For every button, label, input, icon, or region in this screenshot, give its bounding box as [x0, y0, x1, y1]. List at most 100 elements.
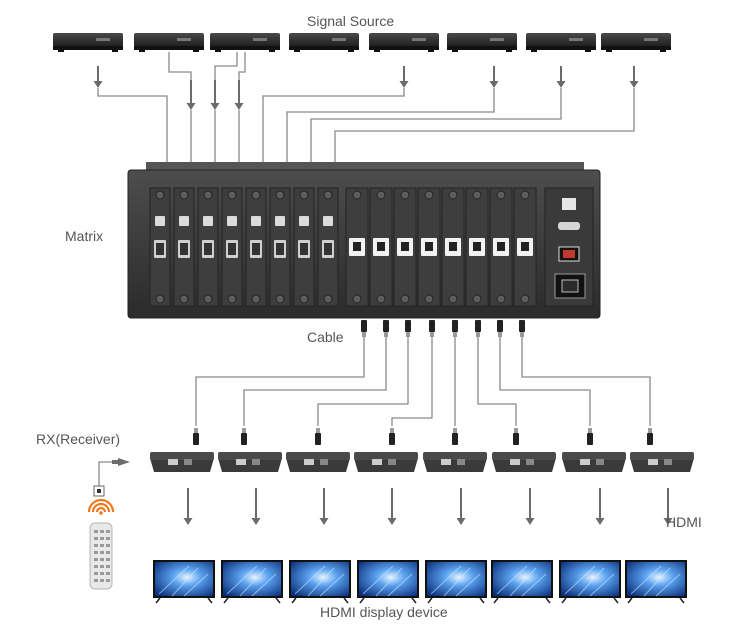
hdmi-display-tv [425, 560, 487, 604]
hdmi-arrow [663, 488, 673, 525]
rx-receiver [354, 452, 418, 472]
receiver-input-plug [587, 428, 593, 445]
hdmi-display-tv [559, 560, 621, 604]
hdmi-label: HDMI [666, 514, 702, 530]
rx-receiver-label: RX(Receiver) [36, 431, 121, 447]
source-arrow [399, 66, 409, 88]
receiver-input-plug [389, 428, 395, 445]
source-arrow [629, 66, 639, 88]
cable-label: Cable [307, 329, 344, 345]
cat-output-card [345, 187, 369, 307]
hdmi-display-device-label: HDMI display device [320, 604, 448, 620]
signal-source-box [210, 33, 280, 52]
source-arrow [556, 66, 566, 88]
source-to-matrix-wire [286, 88, 495, 165]
hdmi-arrow [387, 488, 397, 525]
rx-receiver [286, 452, 350, 472]
hdmi-display-tv [625, 560, 687, 604]
hdmi-arrow [183, 488, 193, 525]
ir-arrow [118, 458, 130, 466]
matrix-output-plug [452, 320, 458, 337]
cable-wire [195, 337, 365, 426]
receiver-input-plug [452, 428, 458, 445]
hdmi-input-card [149, 187, 171, 307]
cable-wire [317, 337, 409, 426]
hdmi-input-card [221, 187, 243, 307]
source-to-matrix-wire [310, 88, 562, 165]
signal-source-box [601, 33, 671, 52]
hdmi-input-card [269, 187, 291, 307]
source-arrow [234, 80, 244, 110]
source-arrow [93, 66, 103, 88]
ir-wire [98, 461, 112, 486]
cable-wire [499, 337, 591, 426]
signal-source-box [369, 33, 439, 52]
hdmi-arrow [319, 488, 329, 525]
hdmi-input-card [245, 187, 267, 307]
cat-output-card [417, 187, 441, 307]
hdmi-input-card [293, 187, 315, 307]
wire-layer [97, 52, 651, 486]
source-arrow [186, 80, 196, 110]
receiver-input-plug [315, 428, 321, 445]
hdmi-display-tv [221, 560, 283, 604]
hdmi-input-card [317, 187, 339, 307]
rx-receiver [562, 452, 626, 472]
matrix-output-plug [519, 320, 525, 337]
rx-receiver [423, 452, 487, 472]
rx-receiver [150, 452, 214, 472]
cat-output-card [393, 187, 417, 307]
matrix-output-plug [429, 320, 435, 337]
rs232-port-icon [558, 222, 580, 230]
source-to-matrix-wire [334, 88, 635, 165]
hdmi-display-tv [357, 560, 419, 604]
cat-output-card [441, 187, 465, 307]
signal-source-box [53, 33, 123, 52]
receiver-input-plug [647, 428, 653, 445]
device-layer [53, 33, 694, 604]
hdmi-display-tv [491, 560, 553, 604]
rx-receiver [630, 452, 694, 472]
cat-output-card [369, 187, 393, 307]
cat-output-card [513, 187, 537, 307]
source-arrow [489, 66, 499, 88]
cable-wire [391, 337, 433, 426]
cable-wire [243, 337, 387, 426]
matrix-output-plug [497, 320, 503, 337]
hdmi-arrow [595, 488, 605, 525]
hdmi-arrow [251, 488, 261, 525]
matrix-label: Matrix [65, 228, 104, 244]
hdmi-arrow [456, 488, 466, 525]
source-arrow [210, 80, 220, 110]
ir-remote [89, 522, 113, 590]
source-3-wire [214, 52, 238, 80]
matrix-control-panel [544, 187, 594, 307]
signal-source-box [289, 33, 359, 52]
cable-wire [521, 337, 651, 426]
hdmi-display-tv [289, 560, 351, 604]
source-to-matrix-wire [97, 88, 168, 165]
source-to-matrix-wire [262, 88, 405, 165]
cat-output-card [465, 187, 489, 307]
hdmi-display-tv [153, 560, 215, 604]
hdmi-arrow [525, 488, 535, 525]
ir-signal-icon [87, 498, 115, 515]
source-4-wire [238, 52, 246, 80]
matrix-output-plug [383, 320, 389, 337]
receiver-input-plug [241, 428, 247, 445]
hdmi-input-card [173, 187, 195, 307]
lan-port-icon [562, 198, 576, 210]
source-2-wire [168, 52, 192, 80]
matrix-output-plug [361, 320, 367, 337]
rx-receiver [218, 452, 282, 472]
cat-output-card [489, 187, 513, 307]
signal-source-box [447, 33, 517, 52]
signal-source-box [134, 33, 204, 52]
receiver-input-plug [513, 428, 519, 445]
cable-wire [477, 337, 517, 426]
matrix-output-plug [475, 320, 481, 337]
rx-receiver [492, 452, 556, 472]
receiver-input-plug [193, 428, 199, 445]
